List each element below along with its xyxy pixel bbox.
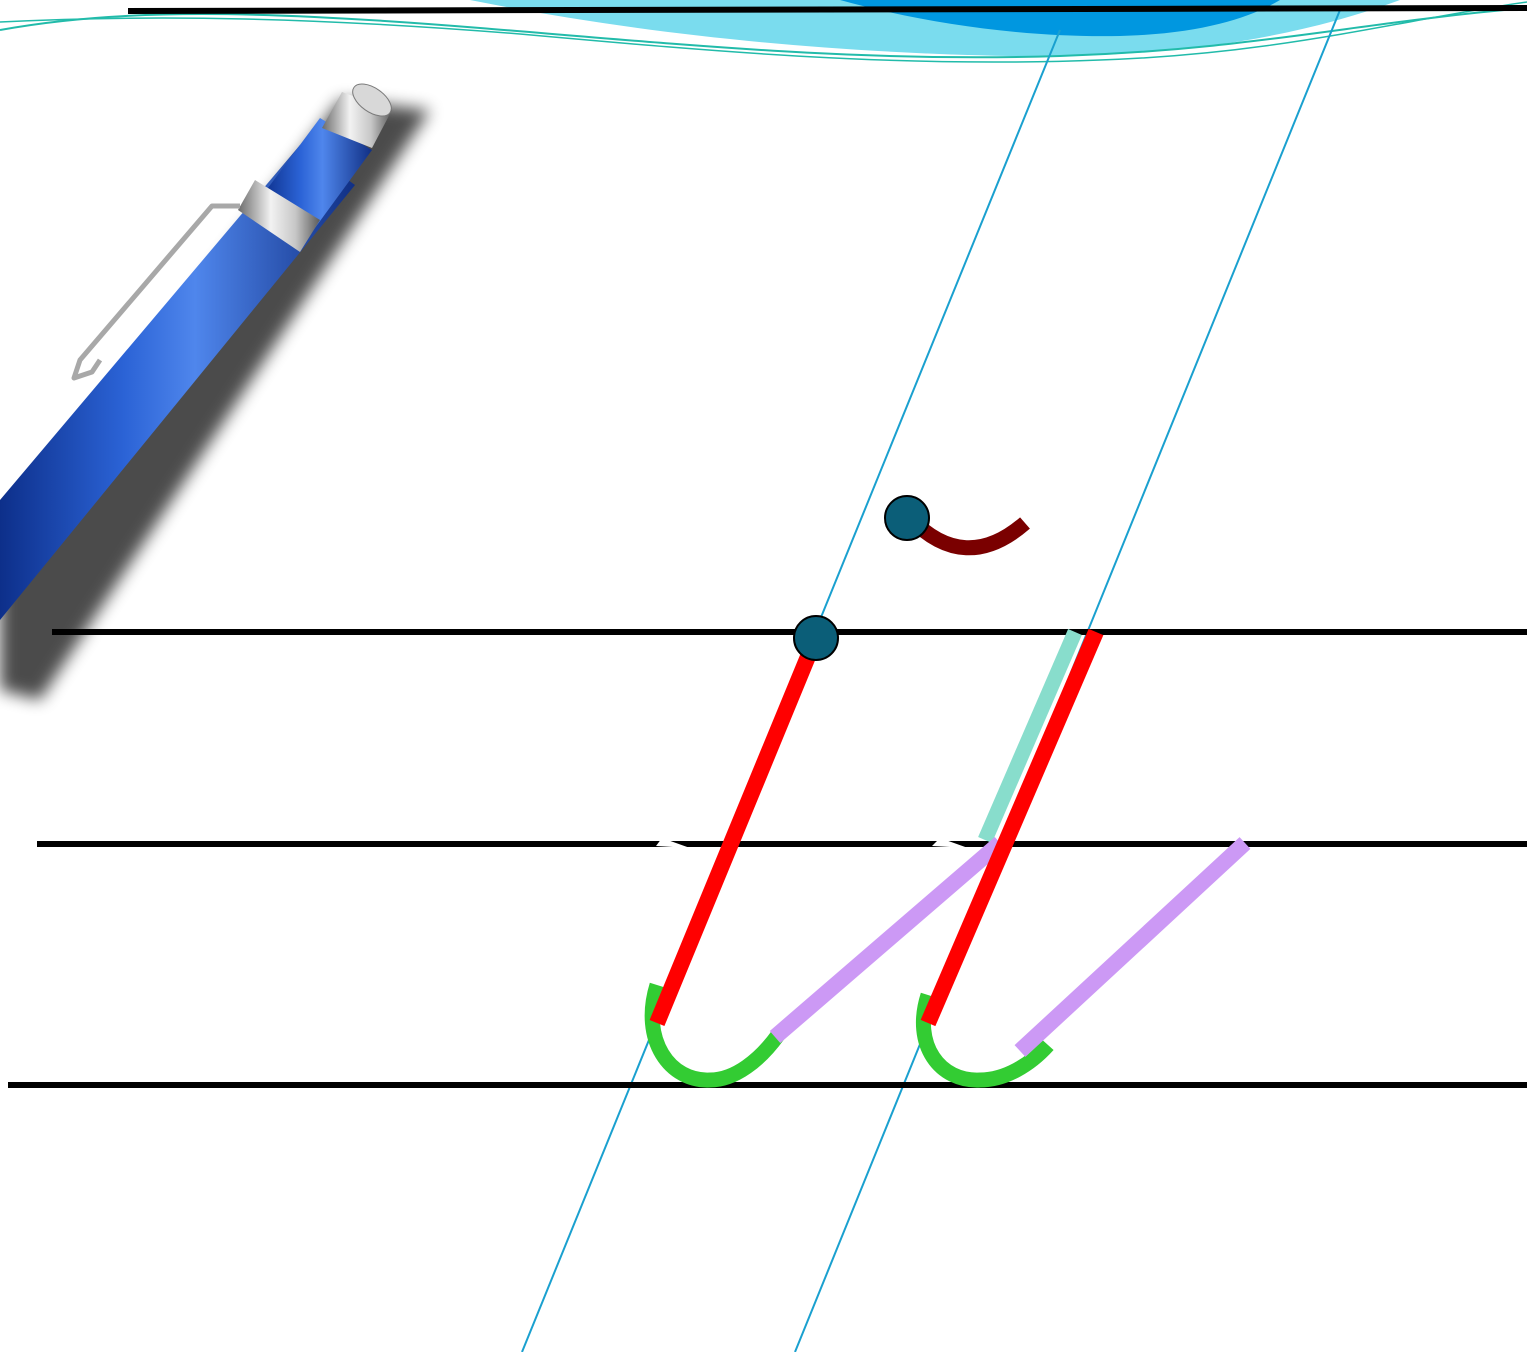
downstroke-left xyxy=(657,642,814,1023)
slant-guides xyxy=(522,10,1340,1352)
start-marker-breve xyxy=(885,496,929,540)
ruling-lines xyxy=(8,8,1527,1085)
letter-strokes xyxy=(652,518,1245,1080)
pencil-shadow xyxy=(0,100,430,700)
ruling-top xyxy=(128,8,1527,11)
downstroke-right xyxy=(928,632,1096,1023)
start-markers xyxy=(794,496,929,660)
start-marker-downstroke xyxy=(794,616,838,660)
pencil-icon xyxy=(0,78,430,700)
connecting-upstroke-right xyxy=(1020,843,1245,1051)
retrace-upstroke xyxy=(985,632,1075,840)
